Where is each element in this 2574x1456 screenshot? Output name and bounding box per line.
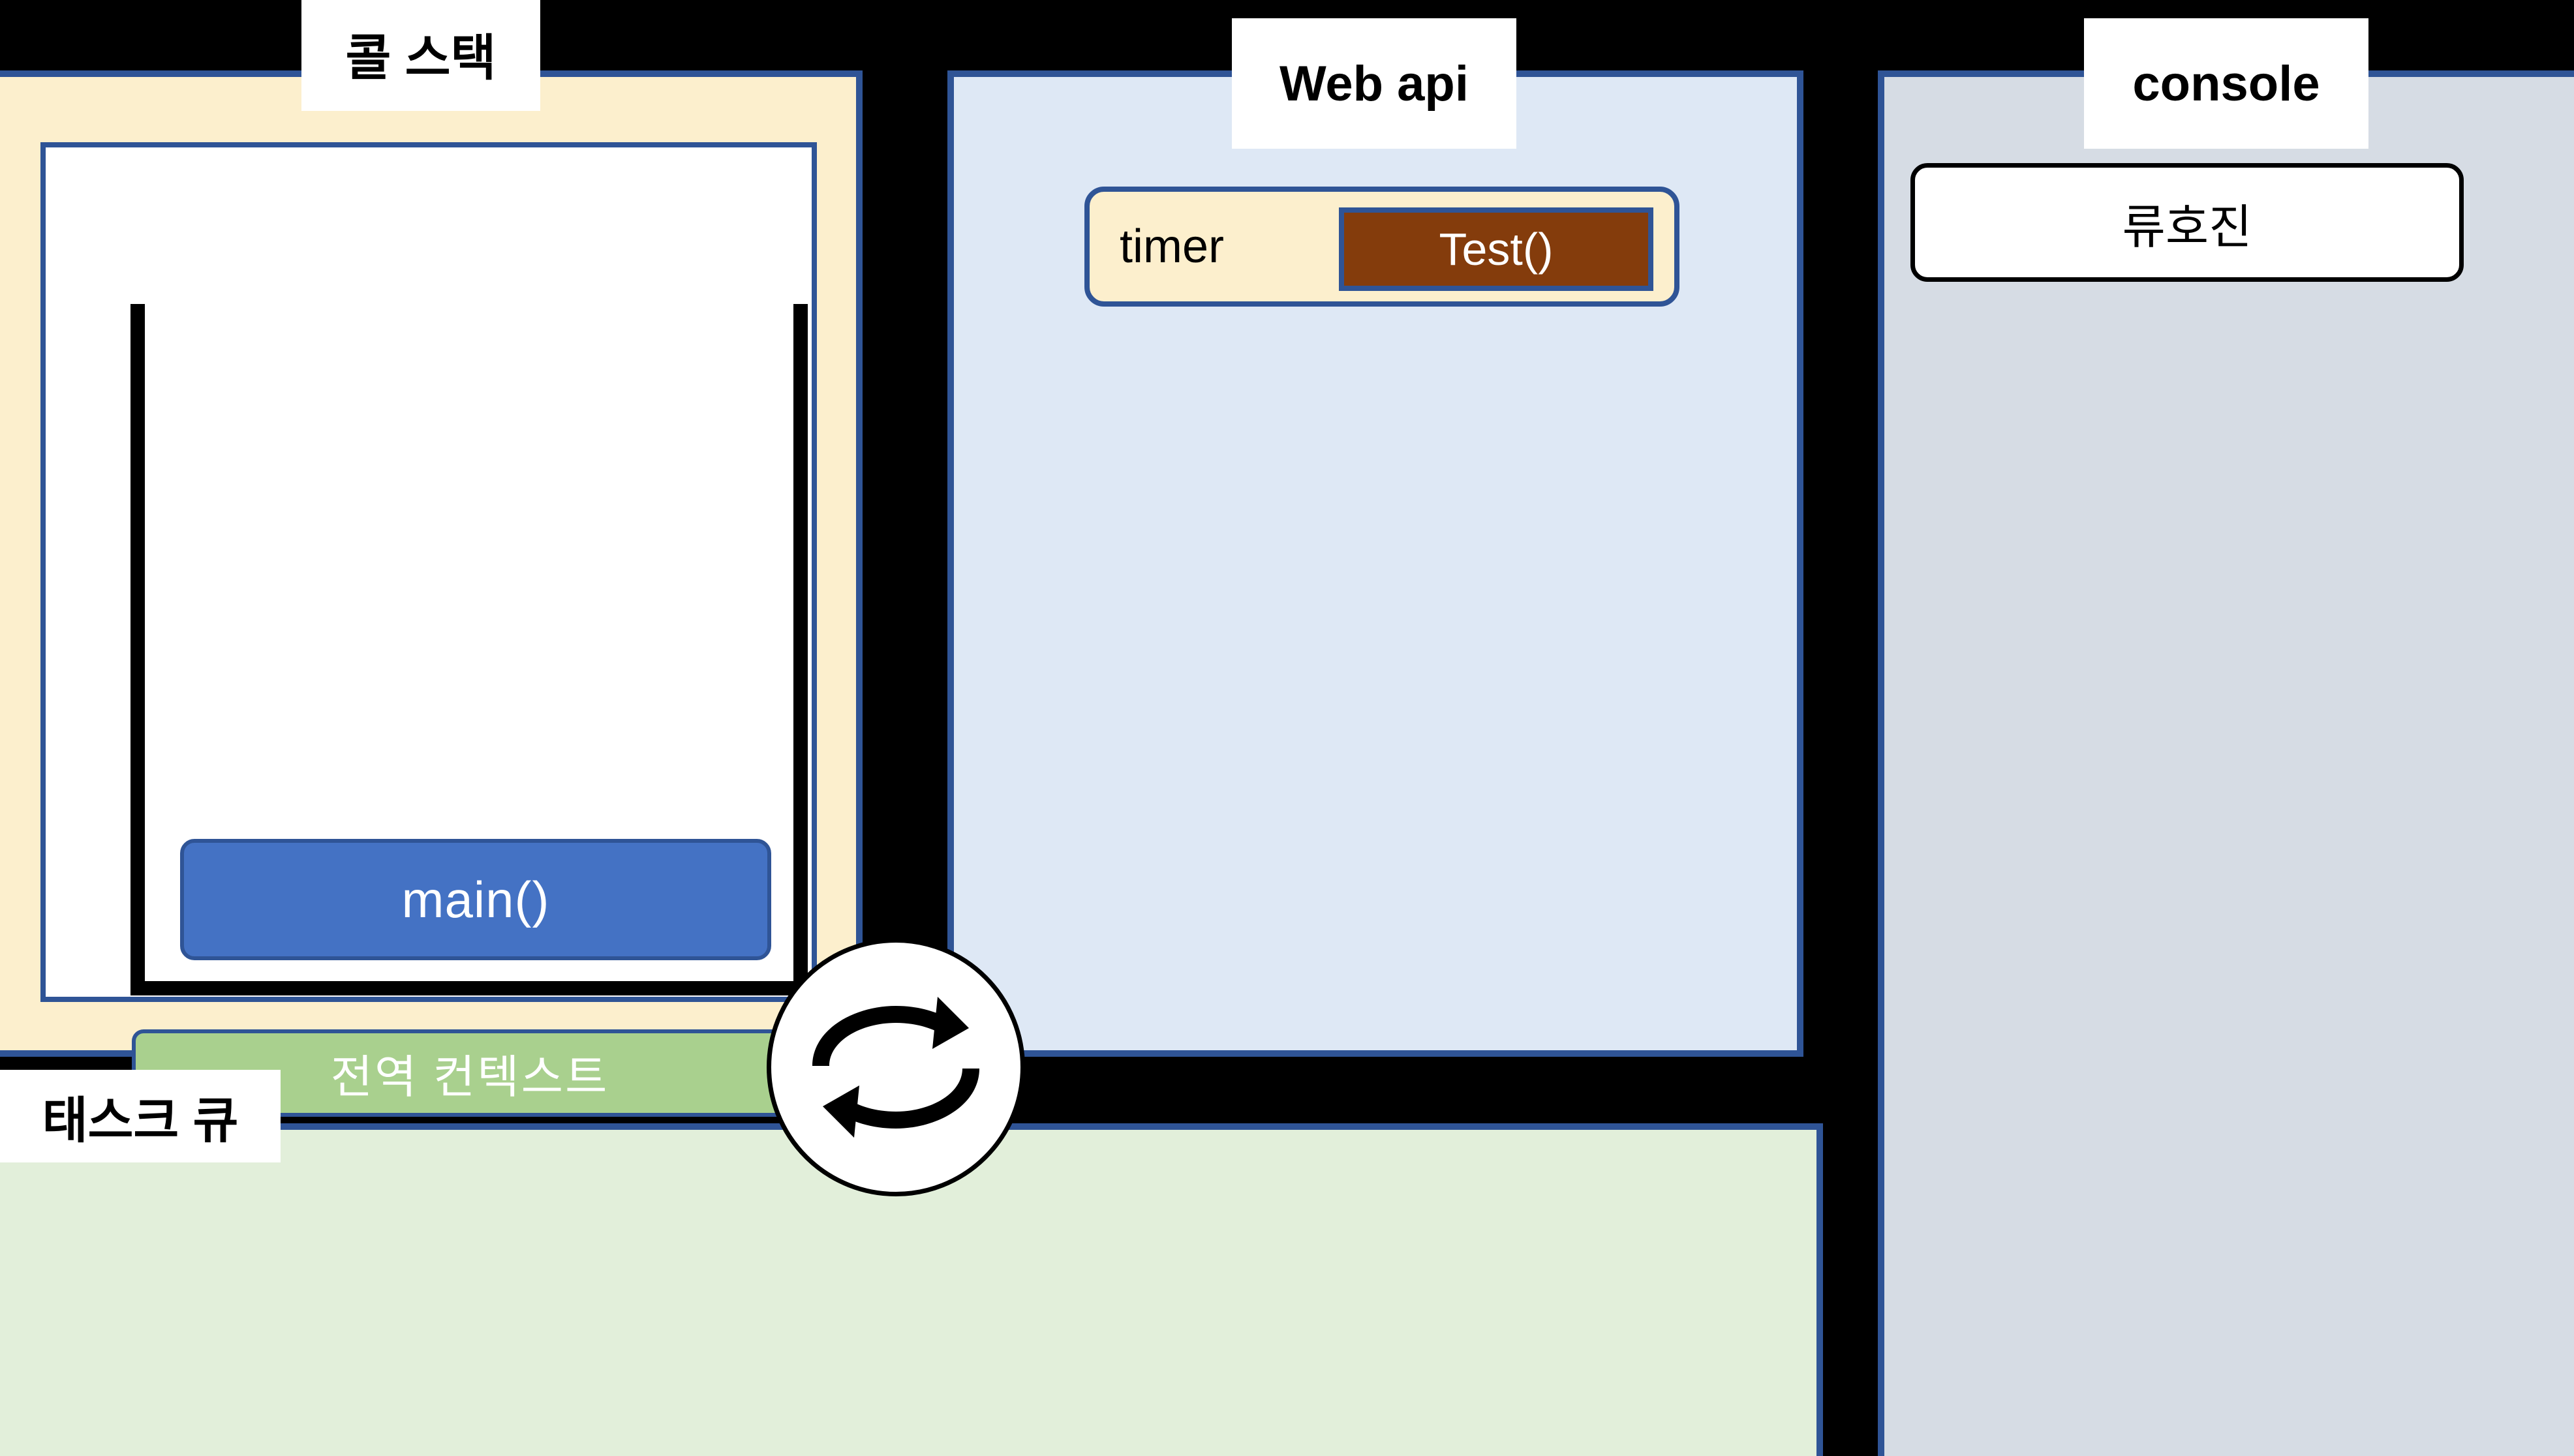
console-panel: 류호진 (1878, 70, 2574, 1456)
console-output-entry: 류호진 (1910, 163, 2464, 282)
event-loop-circle (767, 938, 1025, 1196)
call-stack-panel: main() 전역 컨텍스트 (0, 70, 863, 1117)
web-api-title-label: Web api (1232, 18, 1516, 149)
console-title-label: console (2084, 18, 2368, 149)
web-api-panel: timer Test() (947, 70, 1803, 1057)
circular-arrows-icon (798, 989, 994, 1145)
web-api-callback-test[interactable]: Test() (1339, 207, 1653, 291)
task-queue-title-label: 태스크 큐 (0, 1070, 281, 1162)
call-stack-inner-frame: main() 전역 컨텍스트 (40, 142, 817, 1117)
timer-label: timer (1120, 220, 1224, 273)
call-stack-frame-main[interactable]: main() (180, 839, 771, 960)
web-api-timer-entry[interactable]: timer Test() (1084, 187, 1679, 307)
stack-walls-shape (130, 304, 808, 995)
call-stack-title-label: 콜 스택 (301, 0, 540, 111)
